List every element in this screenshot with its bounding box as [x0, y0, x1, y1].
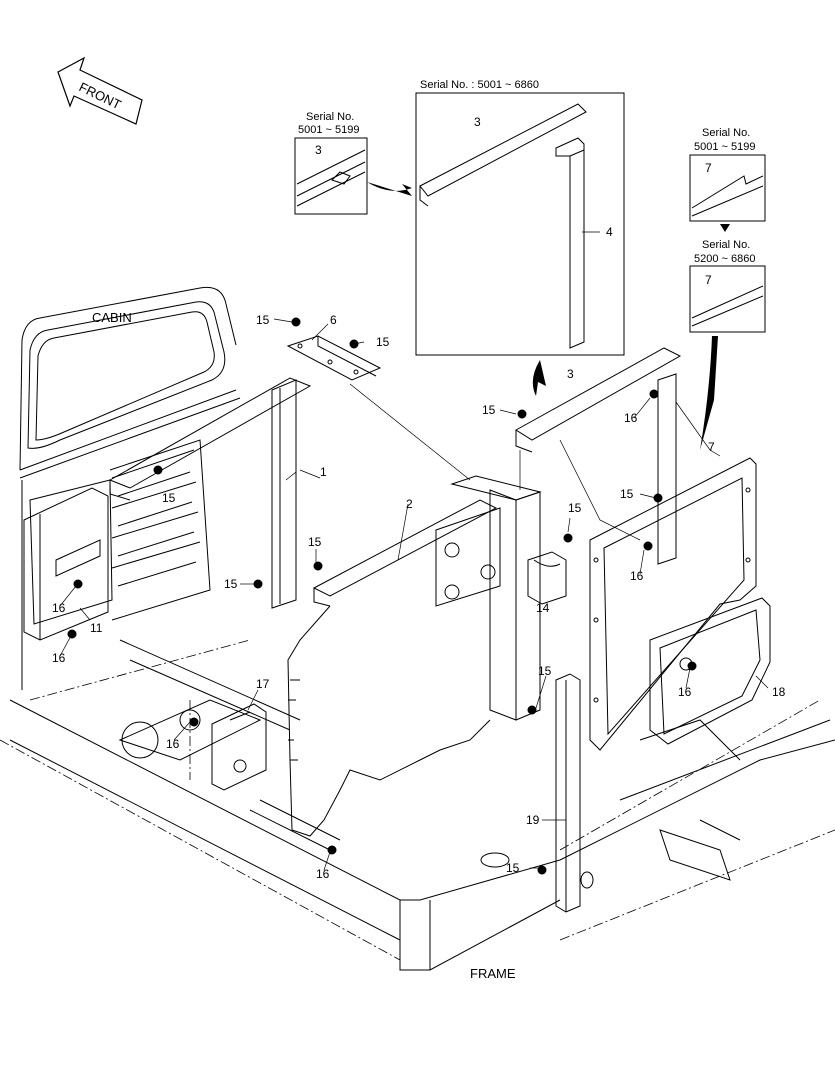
part-label-16-c: 16: [52, 601, 66, 615]
post-1: [108, 377, 312, 609]
part-label-15-c: 15: [162, 491, 176, 505]
inset-right-arrow-icon: [720, 224, 730, 232]
part-label-17: 17: [256, 677, 270, 691]
part-label-15-h: 15: [224, 577, 238, 591]
front-arrow-icon: [57, 56, 143, 125]
main-panel: [287, 605, 491, 837]
inset-right-bottom-box: [689, 265, 766, 333]
panel-7: [589, 457, 757, 751]
inset-main-box: [415, 92, 625, 356]
part-label-15-j: 15: [506, 861, 520, 875]
inset-right-top-line2: 5001 ~ 5199: [694, 141, 755, 153]
panel-11: [23, 487, 109, 641]
part-label-11: 11: [90, 621, 103, 635]
inset-main-serial: Serial No. : 5001 ~ 6860: [420, 79, 539, 91]
inset-right-bottom-part-7: 7: [705, 273, 712, 287]
part-label-15-e: 15: [620, 487, 634, 501]
bracket-6: [286, 335, 382, 381]
part-label-16-d: 16: [52, 651, 66, 665]
beam-2: [312, 475, 542, 721]
frame-dashed-lines: [0, 639, 835, 961]
part-labels: 1 2 3 6 7 11 14 15 15 15 15 15 15 15 15 …: [52, 313, 786, 881]
part-label-15-d: 15: [482, 403, 496, 417]
frame-label: FRAME: [470, 966, 516, 981]
bolts: [67, 317, 697, 875]
inset-right-top-line1: Serial No.: [702, 127, 750, 139]
part-label-15-a: 15: [256, 313, 270, 327]
inset-main-part-4: 4: [606, 225, 613, 239]
part-label-15-b: 15: [376, 335, 390, 349]
inset-main-pointer: [532, 360, 546, 396]
part-label-7: 7: [708, 440, 715, 454]
cabin-outline: [19, 286, 241, 690]
part-label-18: 18: [772, 685, 786, 699]
inset-right-bottom-line2: 5200 ~ 6860: [694, 253, 755, 265]
inset-left-box: [294, 137, 368, 215]
inset-left-part-3: 3: [315, 143, 322, 157]
part-label-15-g: 15: [308, 535, 322, 549]
beam-3: [515, 347, 682, 565]
part-label-15-f: 15: [568, 501, 582, 515]
part-label-16-f: 16: [166, 737, 180, 751]
part-label-15-i: 15: [538, 664, 552, 678]
cabin-label: CABIN: [92, 310, 132, 325]
inset-right-pointer: [700, 336, 718, 450]
inset-left-pointer: [367, 182, 412, 196]
post-19: [555, 673, 581, 913]
inset-left-serial-line2: 5001 ~ 5199: [298, 124, 359, 136]
part-label-6: 6: [330, 313, 337, 327]
part-label-16-e: 16: [678, 685, 692, 699]
part-label-1: 1: [320, 465, 327, 479]
part-label-3: 3: [567, 367, 574, 381]
part-label-16-b: 16: [630, 569, 644, 583]
inset-left-serial-line1: Serial No.: [306, 111, 354, 123]
bracket-17: [211, 703, 267, 791]
part-label-19: 19: [526, 813, 540, 827]
part-label-16-g: 16: [316, 867, 330, 881]
inset-right-bottom-line1: Serial No.: [702, 239, 750, 251]
block-14: [527, 551, 567, 605]
inset-right-top-box: [689, 154, 766, 222]
leader-lines: [59, 231, 769, 871]
inset-main-part-3: 3: [474, 115, 481, 129]
frame-outline: [9, 639, 835, 971]
part-label-2: 2: [406, 497, 413, 511]
part-label-16-a: 16: [624, 411, 638, 425]
part-label-14: 14: [536, 601, 550, 615]
panel-18: [649, 597, 771, 745]
inset-right-top-part-7: 7: [705, 161, 712, 175]
